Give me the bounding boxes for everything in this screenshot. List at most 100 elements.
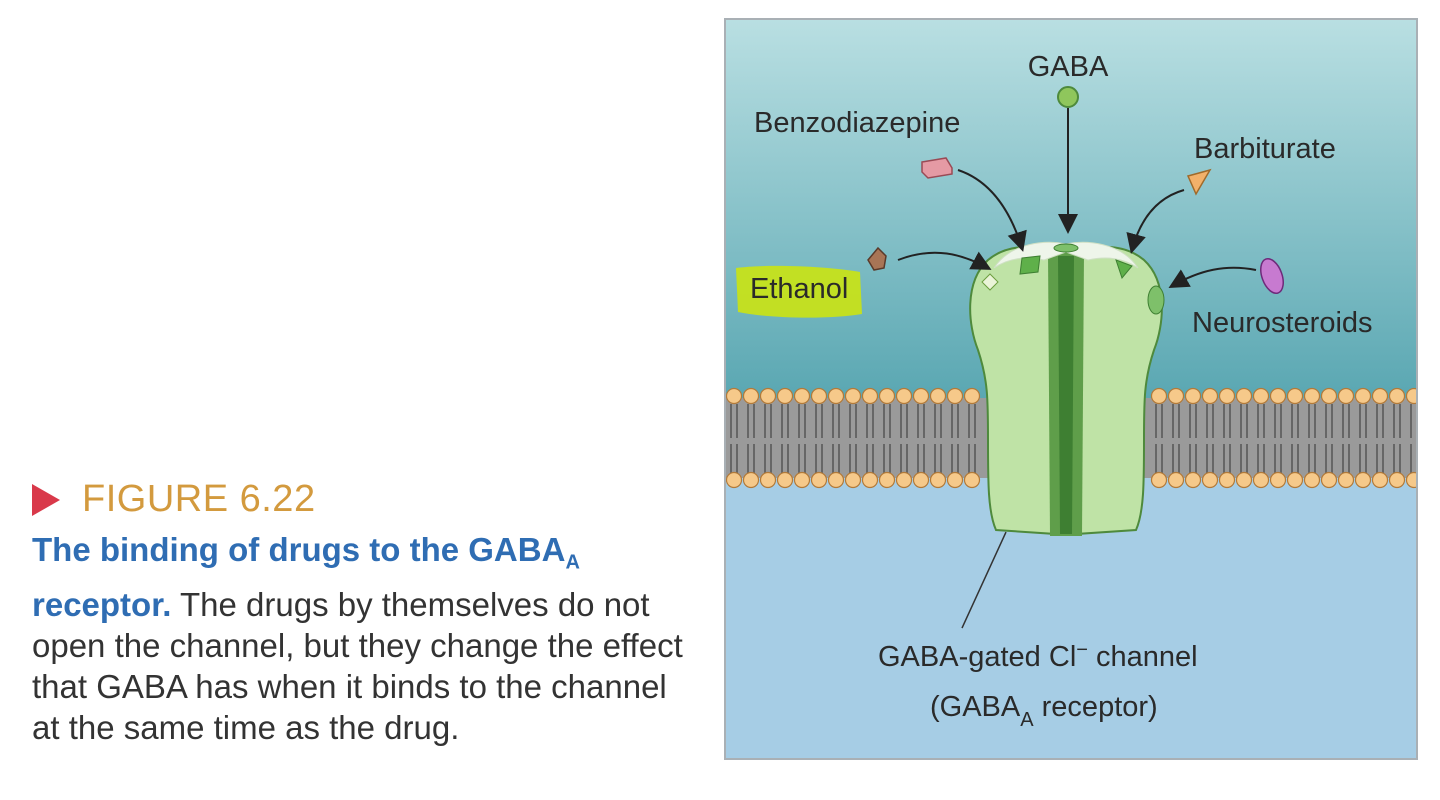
ethanol-highlight [736, 265, 862, 318]
neurosteroid-arrow [1168, 266, 1257, 288]
lipid-head [1201, 387, 1219, 405]
barbiturate-label: Barbiturate [1194, 133, 1336, 165]
lipid-head [1286, 471, 1304, 489]
lipid-head [1337, 471, 1355, 489]
lipid-head [1303, 387, 1321, 405]
lipid-head [776, 387, 794, 405]
lipid-head [1371, 387, 1389, 405]
lipid-head [895, 471, 913, 489]
ethanol-label: Ethanol [750, 273, 848, 305]
lipid-head [1320, 387, 1338, 405]
lipid-head [1184, 387, 1202, 405]
neurosteroids-label: Neurosteroids [1192, 307, 1373, 339]
figure-heading: FIGURE 6.22 [32, 478, 692, 521]
lipid-head [878, 471, 896, 489]
gaba-a-receptor [969, 241, 1165, 536]
lipid-head [793, 387, 811, 405]
lipid-head [1269, 471, 1287, 489]
channel-label-line2: (GABAA receptor) [930, 691, 1158, 731]
channel-label-line1: GABA-gated Cl− channel [878, 639, 1198, 673]
barbiturate-arrow [1126, 189, 1185, 254]
figure-title-subscript: A [565, 551, 580, 574]
lipid-head [759, 471, 777, 489]
lipid-head [1405, 471, 1416, 489]
lipid-head [1405, 387, 1416, 405]
lipid-head [844, 471, 862, 489]
lipid-head [726, 471, 743, 489]
ethanol-arrow [897, 251, 992, 270]
lipid-head [929, 471, 947, 489]
figure-caption: FIGURE 6.22 The binding of drugs to the … [32, 478, 692, 748]
lipid-head [1167, 471, 1185, 489]
figure-title-main: The binding of drugs to the GABA [32, 531, 566, 568]
lipid-head [844, 387, 862, 405]
lipid-head [1320, 471, 1338, 489]
lipid-head [1252, 387, 1270, 405]
lipid-head [810, 471, 828, 489]
lipid-head [1150, 387, 1168, 405]
lipid-head [1388, 471, 1406, 489]
lipid-heads [726, 387, 1416, 489]
lipid-head [1218, 387, 1236, 405]
receptor-pore-center [1058, 256, 1074, 534]
lipid-head [1235, 471, 1253, 489]
lipid-head [742, 471, 760, 489]
lipid-head [1167, 387, 1185, 405]
diagram-canvas: GABA Benzodiazepine Barbiturate Ethanol … [726, 20, 1416, 758]
gaba-binding-site [1053, 243, 1079, 253]
lipid-head [1354, 387, 1372, 405]
figure-number: FIGURE 6.22 [82, 478, 316, 520]
neurosteroid-site [1147, 285, 1165, 315]
lipid-head [726, 387, 743, 405]
lipid-head [793, 471, 811, 489]
lipid-head [946, 387, 964, 405]
lipid-head [827, 471, 845, 489]
lipid-head [776, 471, 794, 489]
lipid-head [1150, 471, 1168, 489]
lipid-head [861, 387, 879, 405]
lipid-head [1337, 387, 1355, 405]
lipid-head [1269, 387, 1287, 405]
lipid-head [1286, 387, 1304, 405]
barbiturate-site [1115, 259, 1133, 280]
lipid-head [1371, 471, 1389, 489]
benzodiazepine-site [1019, 255, 1041, 275]
lipid-head [861, 471, 879, 489]
figure-title: The binding of drugs to the GABAA recept… [32, 531, 580, 623]
lipid-head [1201, 471, 1219, 489]
gaba-molecule [1057, 86, 1079, 108]
lipid-head [912, 387, 930, 405]
gaba-receptor-diagram: GABA Benzodiazepine Barbiturate Ethanol … [724, 18, 1418, 760]
benzodiazepine-arrow [957, 169, 1027, 252]
lipid-head [810, 387, 828, 405]
neurosteroid-molecule [1260, 257, 1284, 295]
figure-body-text: The drugs by themselves do not open the … [32, 585, 683, 746]
lipid-head [912, 471, 930, 489]
lipid-head [1354, 471, 1372, 489]
lipid-head [1388, 387, 1406, 405]
lipid-head [1252, 471, 1270, 489]
benzodiazepine-label: Benzodiazepine [754, 107, 960, 139]
channel-leader-line [961, 531, 1007, 629]
lipid-head [759, 387, 777, 405]
lipid-head [1235, 387, 1253, 405]
figure-marker-icon [32, 483, 60, 516]
ethanol-molecule [867, 246, 887, 271]
lipid-head [929, 387, 947, 405]
lipid-head [1218, 471, 1236, 489]
lipid-head [1184, 471, 1202, 489]
lipid-head [963, 387, 981, 405]
lipid-head [827, 387, 845, 405]
lipid-head [742, 387, 760, 405]
lipid-head [895, 387, 913, 405]
lipid-head [1303, 471, 1321, 489]
figure-title-end: receptor. [32, 585, 172, 623]
lipid-tails [730, 404, 1412, 478]
gaba-label: GABA [1028, 51, 1109, 83]
ethanol-site [981, 273, 999, 291]
lipid-head [946, 471, 964, 489]
barbiturate-molecule [1186, 168, 1212, 196]
lipid-head [963, 471, 981, 489]
lipid-head [878, 387, 896, 405]
benzodiazepine-molecule [921, 157, 953, 179]
